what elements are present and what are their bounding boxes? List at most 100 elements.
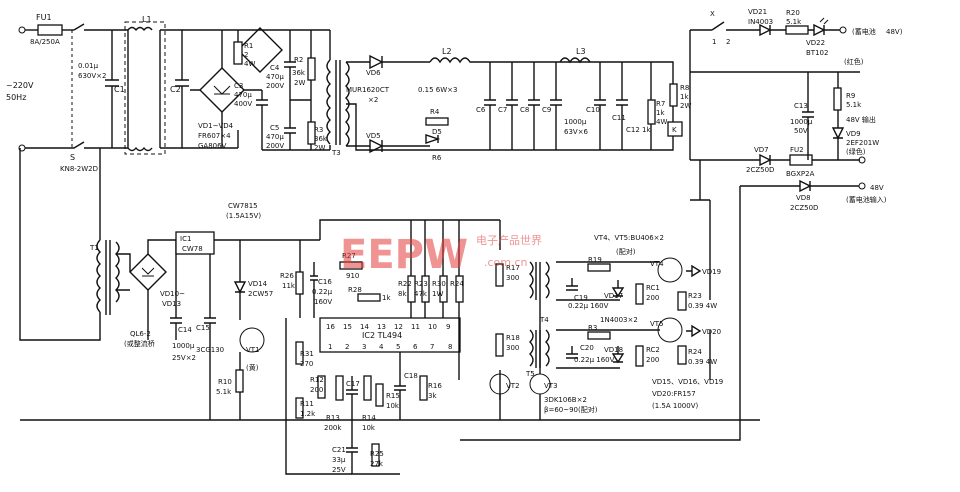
- c15-label: C15: [196, 324, 210, 332]
- r17-label: R17: [506, 264, 520, 272]
- c4-label: C4: [270, 64, 280, 72]
- vt2-label: VT2: [506, 382, 520, 390]
- c19-label: C19: [574, 294, 588, 302]
- c13-rating: 50V: [794, 127, 808, 135]
- watermark-site: .com.cn: [484, 256, 528, 269]
- r9-label: R9: [846, 92, 855, 100]
- c21-rating: 25V: [332, 466, 346, 474]
- l2-value: 0.15 6W×3: [418, 86, 458, 94]
- watermark-logo: EEPW: [340, 232, 468, 278]
- relay-k-label: K: [672, 126, 677, 134]
- vt2-vt3-part: 3DK106B×2: [544, 396, 587, 404]
- r2-rating: 2W: [294, 79, 305, 87]
- r24-label: R24: [450, 280, 464, 288]
- c6-label: C6: [476, 106, 486, 114]
- c19-value: 0.22μ 160V: [568, 302, 609, 310]
- c21-label: C21: [332, 446, 346, 454]
- r14-value: 10k: [362, 424, 376, 432]
- ic2-pin-3: 3: [362, 343, 366, 351]
- c13-value: 1000μ: [790, 118, 813, 126]
- vd18-label: VD18: [604, 346, 623, 354]
- r19-label: R19: [588, 256, 602, 264]
- vt1-note: (黄): [246, 363, 259, 372]
- diode-part: VD20:FR157: [652, 390, 696, 398]
- c3-label: C3: [234, 82, 243, 90]
- ic2-pin-6: 6: [413, 343, 418, 351]
- r10-value: 5.1k: [216, 388, 232, 396]
- vt1-transistor: [239, 327, 265, 353]
- watermark-cn-text: 电子产品世界: [476, 233, 542, 247]
- rc2-value: 200: [646, 356, 659, 364]
- switch-model: KN8-2W2D: [60, 165, 98, 173]
- vt4-transistor: [657, 257, 683, 283]
- ic1-type: CW78: [182, 245, 203, 253]
- r23-value: 47k: [414, 290, 428, 298]
- c21-value: 33μ: [332, 456, 346, 464]
- vt4-vt5-pairing: (配对): [616, 247, 636, 256]
- ic2-pin-10: 10: [428, 323, 437, 331]
- r3-label: R3: [314, 126, 323, 134]
- c11-label: C11: [612, 114, 626, 122]
- battery-voltage: 48V): [886, 28, 903, 36]
- vd20-label: VD20: [702, 328, 721, 336]
- r4-label: R4: [430, 108, 440, 116]
- c4-rating: 200V: [266, 82, 284, 90]
- vd21-label: VD21: [748, 8, 767, 16]
- l3-label: L3: [576, 47, 586, 56]
- r7-label: R7: [656, 100, 665, 108]
- battery-input-label: (蓄电池输入): [846, 195, 887, 204]
- vt4-label: VT4: [650, 260, 664, 268]
- ic2-pin-16: 16: [326, 323, 335, 331]
- l1-label: L1: [142, 15, 152, 24]
- r22-value: 8k: [398, 290, 407, 298]
- rc1-value: 200: [646, 294, 659, 302]
- t5-label: T5: [525, 370, 535, 378]
- t3-label: T3: [331, 149, 341, 157]
- r1-value: 2: [244, 51, 248, 59]
- drive-stage: R17 300 R18 300 T4 T5 VT2 VT3 3DK106B×2 …: [489, 220, 598, 420]
- r10-label: R10: [218, 378, 232, 386]
- c1-rating: 630V×2: [78, 72, 106, 80]
- ic1-part-number: CW7815: [228, 202, 258, 210]
- c20-label: C20: [580, 344, 594, 352]
- vt2-vt3-beta: β=60~90(配对): [544, 405, 598, 414]
- r20-label: R20: [786, 9, 800, 17]
- vd7-value: 2CZ50D: [746, 166, 774, 174]
- rc2-label: RC2: [646, 346, 660, 354]
- r2-value: 36k: [292, 69, 306, 77]
- c2-label: C2: [170, 85, 181, 94]
- c1-label: C1: [114, 85, 125, 94]
- ic2-tl494: [319, 317, 461, 353]
- vt5-transistor: [657, 317, 683, 343]
- vd14-label: VD14: [248, 280, 268, 288]
- r27-label: R27: [342, 252, 356, 260]
- r3-drive-label: R3: [588, 324, 597, 332]
- ic2-pin-4: 4: [379, 343, 384, 351]
- vd22-value: BT102: [806, 49, 828, 57]
- ic1-label: IC1: [180, 235, 191, 243]
- vt1-part: 3CG130: [196, 346, 224, 354]
- vd19-label: VD19: [702, 268, 721, 276]
- c16-rating: 160V: [314, 298, 332, 306]
- r1-rating: 4W: [244, 60, 255, 68]
- vt5-label: VT5: [650, 320, 664, 328]
- r18-value: 300: [506, 344, 519, 352]
- fuse-fu1: [37, 24, 63, 36]
- c8-label: C8: [520, 106, 529, 114]
- transformer-t3: T3: [326, 30, 430, 157]
- r25-value: 27k: [370, 460, 384, 468]
- switch-s-label: S: [70, 153, 75, 162]
- output-rectifier: VD6 VD5 MUR1620CT ×2 L2 0.15 6W×3 R4 D5 …: [346, 47, 490, 162]
- switch-x-label: X: [710, 10, 715, 18]
- vt1-label: VT1: [246, 346, 260, 354]
- c13-label: C13: [794, 102, 808, 110]
- ac-input-voltage: ~220V: [6, 81, 34, 90]
- r27-value: 910: [346, 272, 359, 280]
- input-terminal-top: [18, 26, 26, 34]
- power-switches: VT4、VT5:BU406×2 (配对) R19 C19 0.22μ 160V …: [460, 160, 741, 441]
- r23-label: R23: [414, 280, 428, 288]
- cap-bank-value: 1000μ: [564, 118, 587, 126]
- ql6-label: QL6-2: [130, 330, 151, 338]
